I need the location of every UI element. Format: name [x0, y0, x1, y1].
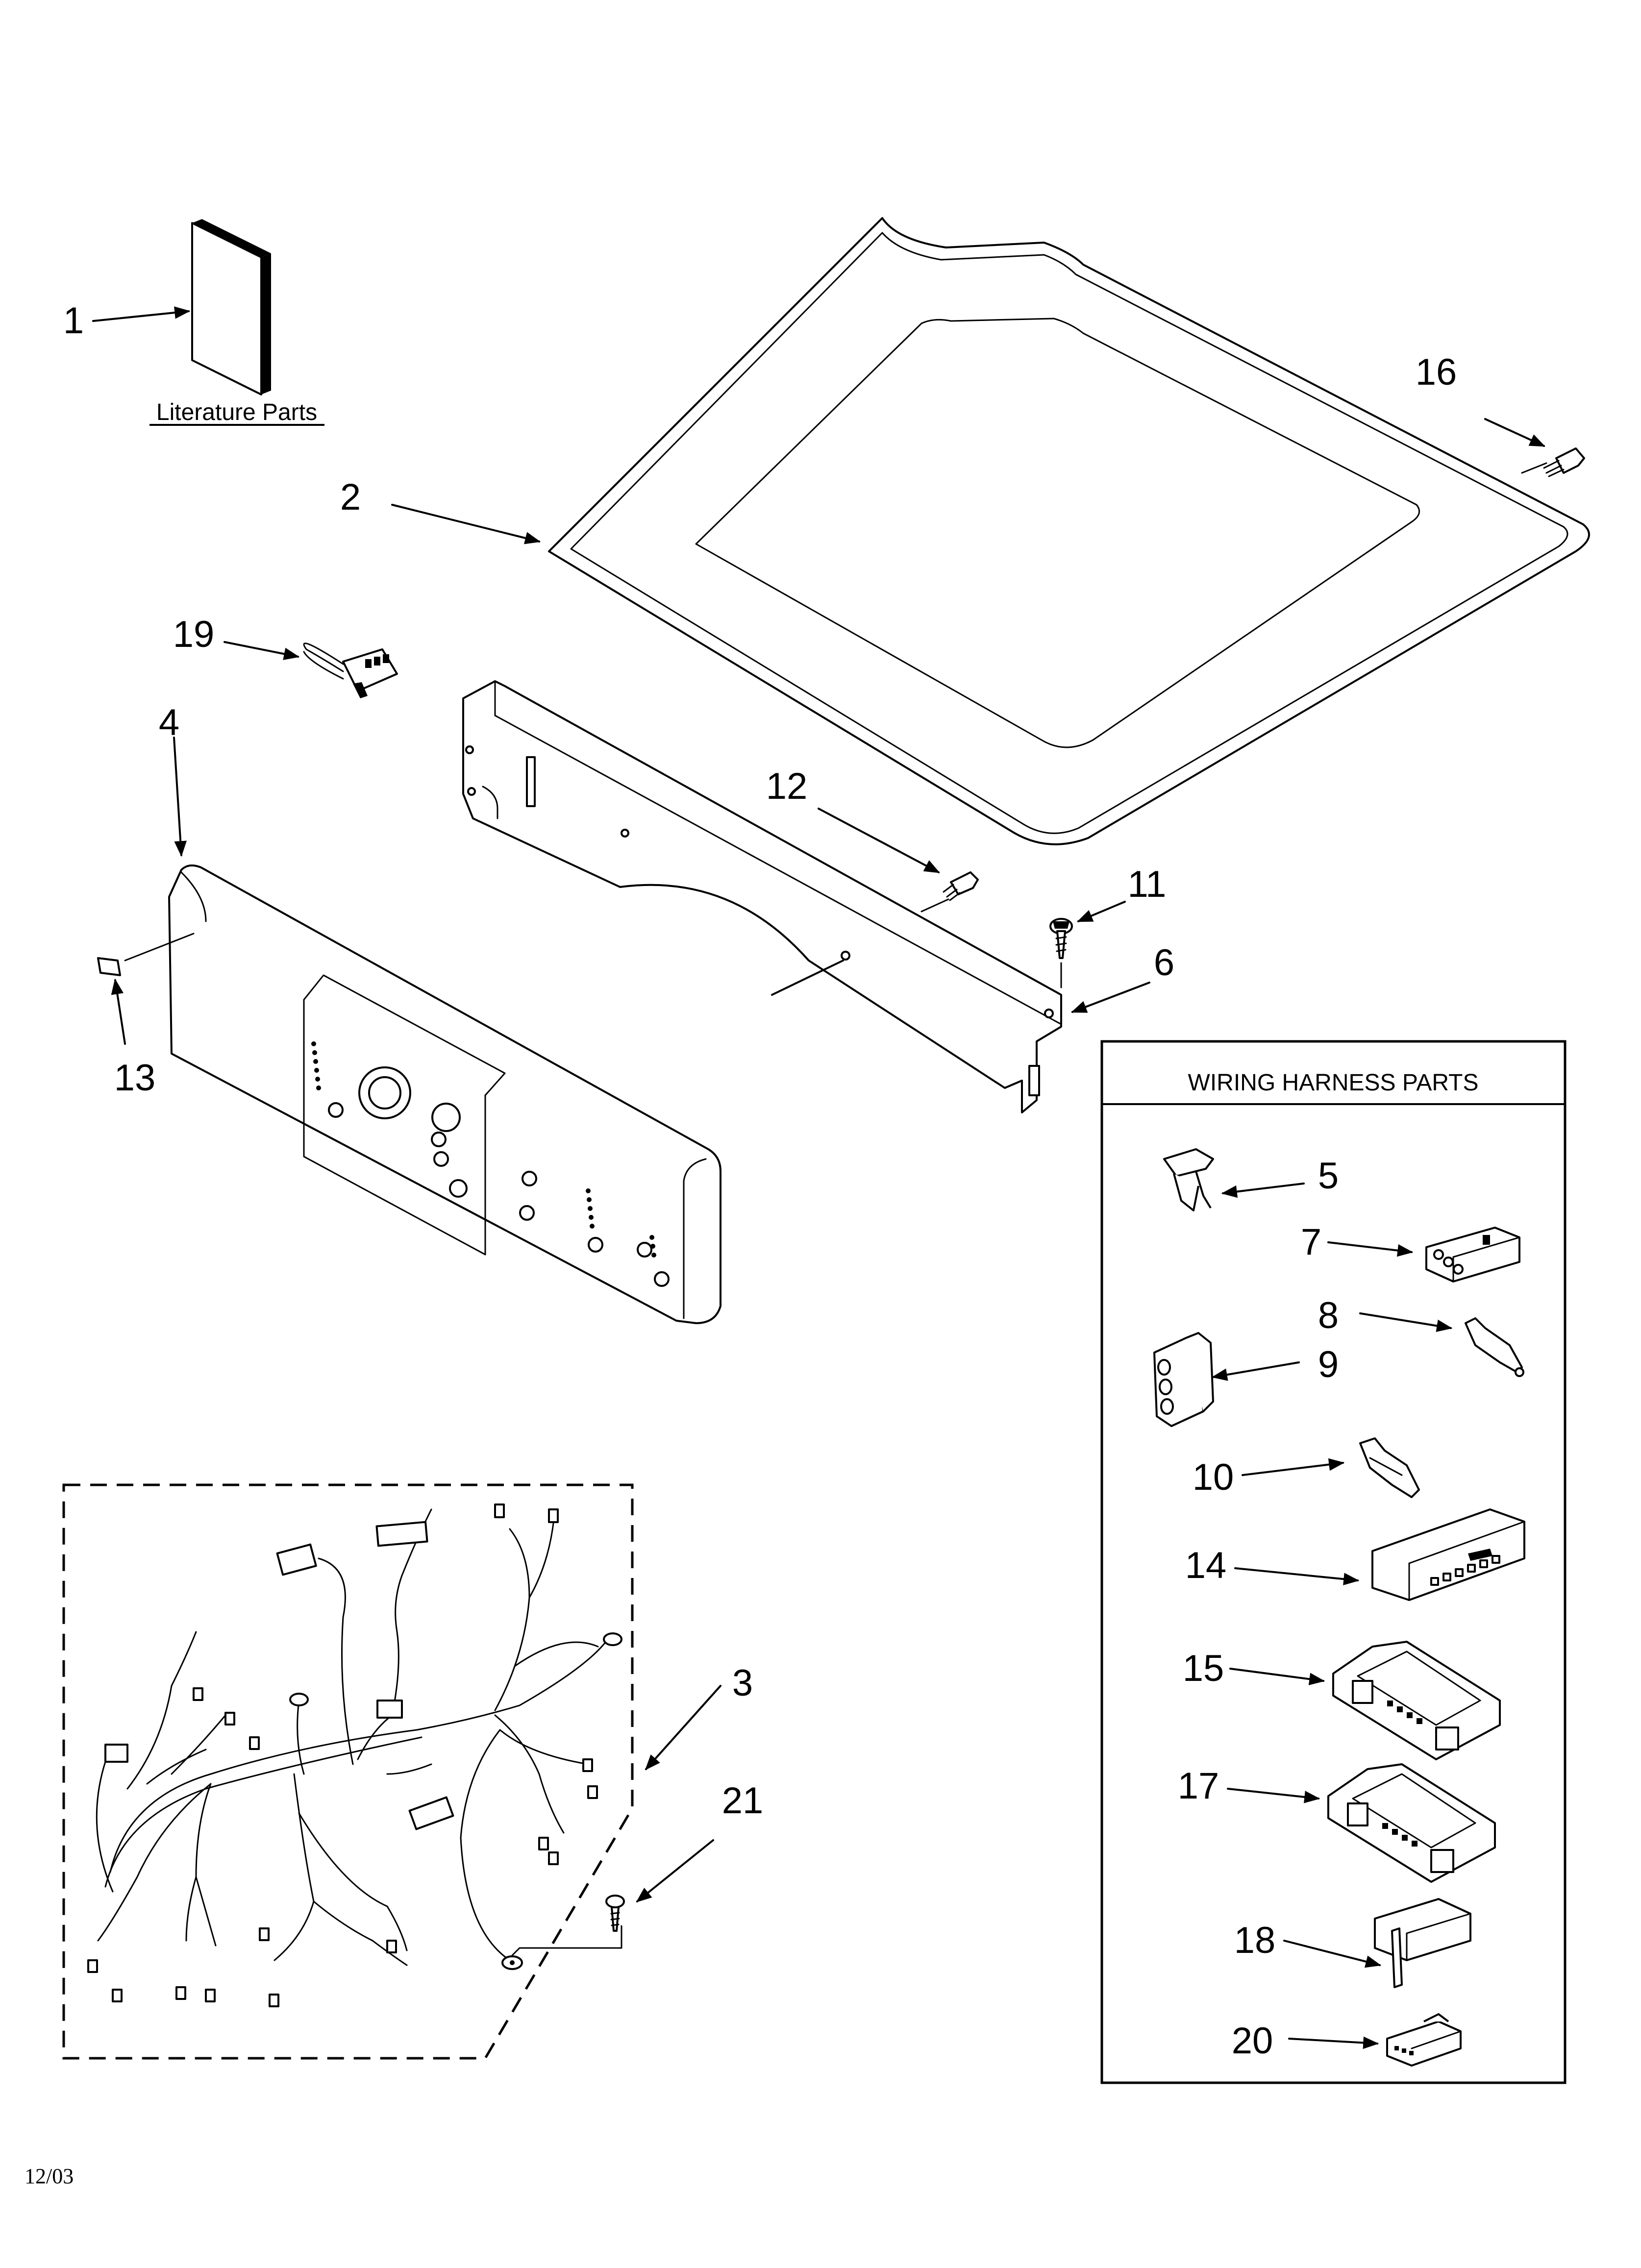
callout-3: 3 [732, 1662, 753, 1704]
callout-1: 1 [63, 300, 84, 342]
label-13 [97, 957, 121, 976]
literature-booklet [191, 219, 271, 395]
top-panel [548, 217, 1590, 845]
callout-14: 14 [1185, 1545, 1227, 1586]
leader-12 [818, 808, 940, 873]
leader-4 [173, 737, 187, 857]
screw-16 [1543, 447, 1585, 477]
leader-6b [771, 960, 844, 996]
callout-6: 6 [1154, 942, 1174, 984]
wiring-harness-3 [87, 1504, 622, 2007]
housing-15 [1332, 1641, 1501, 1760]
leader-21b [511, 1925, 622, 1956]
control-console-4 [168, 864, 721, 1324]
leader-16b [1521, 462, 1547, 474]
clip-5 [1163, 1148, 1214, 1211]
callout-18: 18 [1234, 1920, 1276, 1961]
plug-18 [1374, 1898, 1471, 1988]
callout-21: 21 [722, 1780, 764, 1822]
callout-13: 13 [114, 1057, 156, 1099]
callout-2: 2 [340, 476, 361, 518]
leader-14 [1234, 1567, 1360, 1585]
connector-20 [1386, 2013, 1462, 2067]
callout-4: 4 [159, 702, 179, 743]
leader-11 [1077, 901, 1126, 922]
leader-1 [92, 306, 191, 322]
callout-12: 12 [766, 765, 808, 807]
callout-15: 15 [1183, 1648, 1224, 1689]
leader-2 [391, 504, 541, 544]
callout-19: 19 [173, 614, 215, 655]
callout-7: 7 [1301, 1221, 1321, 1263]
screw-12 [943, 871, 979, 901]
leader-7 [1327, 1241, 1414, 1257]
connector-block-14 [1371, 1508, 1525, 1601]
callout-10: 10 [1193, 1456, 1234, 1498]
connector-7 [1425, 1227, 1520, 1282]
callout-8: 8 [1318, 1295, 1339, 1336]
screw-11 [1049, 918, 1073, 959]
callout-17: 17 [1178, 1765, 1219, 1807]
callout-9: 9 [1318, 1344, 1339, 1385]
leader-12b [920, 898, 949, 912]
screw-21 [605, 1895, 625, 1932]
terminal-8 [1465, 1317, 1524, 1377]
leader-18 [1283, 1940, 1382, 1968]
leader-8 [1359, 1312, 1453, 1332]
callout-16: 16 [1416, 351, 1457, 393]
leader-17 [1227, 1788, 1320, 1803]
leader-16 [1484, 418, 1545, 447]
connector-19 [303, 642, 398, 698]
callout-5: 5 [1318, 1155, 1339, 1197]
housing-17 [1327, 1763, 1496, 1883]
literature-caption: Literature Parts [156, 399, 317, 425]
harness-dashed-boundary [62, 1483, 634, 2060]
leader-13b [124, 933, 195, 961]
leader-10 [1242, 1458, 1345, 1476]
leader-5 [1221, 1183, 1305, 1198]
callout-20: 20 [1232, 2020, 1273, 2062]
leader-20 [1288, 2036, 1379, 2049]
wiring-box-title: WIRING HARNESS PARTS [1188, 1070, 1479, 1096]
callout-11: 11 [1128, 863, 1167, 905]
terminal-10 [1359, 1437, 1420, 1498]
console-bracket-6 [462, 680, 1062, 1113]
date-code: 12/03 [25, 2164, 74, 2188]
leader-15 [1229, 1668, 1325, 1685]
leader-6 [1071, 982, 1150, 1013]
leader-3 [645, 1685, 721, 1771]
leader-19 [224, 641, 300, 660]
connector-9 [1153, 1332, 1214, 1427]
leader-21 [636, 1839, 714, 1903]
leader-9 [1211, 1361, 1300, 1381]
wiring-harness-parts-box [1100, 1040, 1566, 2084]
leader-13 [111, 978, 126, 1045]
